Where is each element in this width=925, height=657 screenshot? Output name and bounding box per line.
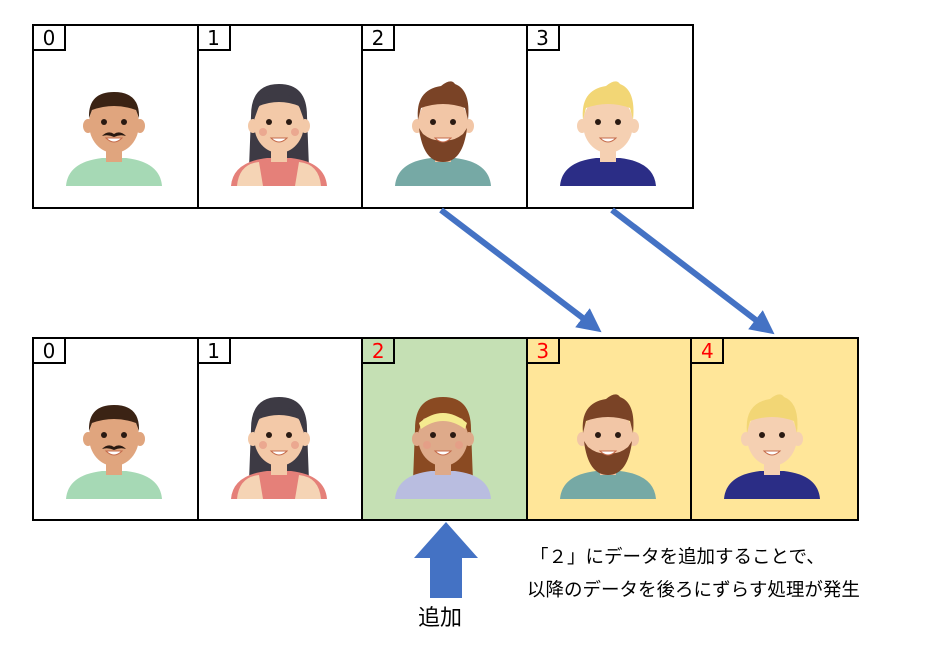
person-avatar-icon <box>393 76 493 186</box>
cell-index: 3 <box>527 339 560 364</box>
explanation-note: 「２」にデータを追加することで、 以降のデータを後ろにずらす処理が発生 <box>527 541 860 607</box>
array-cell: 1 <box>198 339 364 519</box>
shift-arrow-3-to-4 <box>610 207 775 335</box>
person-avatar-icon <box>229 389 329 499</box>
cell-index: 2 <box>363 339 396 364</box>
array-cell: 0 <box>34 339 199 519</box>
array-after: 0 1 2 3 4 <box>32 337 859 521</box>
cell-index: 3 <box>527 26 560 51</box>
person-avatar-icon <box>558 76 658 186</box>
cell-index: 1 <box>198 339 231 364</box>
note-line-2: 以降のデータを後ろにずらす処理が発生 <box>527 580 860 601</box>
cell-index: 4 <box>692 339 725 364</box>
person-avatar-icon <box>64 389 164 499</box>
note-line-1: 「２」にデータを追加することで、 <box>530 547 825 568</box>
person-avatar-icon <box>722 389 822 499</box>
cell-index: 2 <box>363 26 395 51</box>
shift-arrow-2-to-3 <box>439 207 602 333</box>
cell-index: 1 <box>198 26 231 51</box>
person-avatar-icon <box>393 389 493 499</box>
array-cell: 2 <box>363 26 528 207</box>
cell-index: 0 <box>34 26 66 51</box>
insert-up-arrow <box>414 522 478 598</box>
array-cell: 0 <box>34 26 199 207</box>
array-cell: 3 <box>527 26 693 207</box>
array-before: 0 1 2 3 <box>32 24 694 209</box>
array-cell: 2 <box>363 339 528 519</box>
person-avatar-icon <box>558 389 658 499</box>
person-avatar-icon <box>64 76 164 186</box>
array-cell: 3 <box>527 339 693 519</box>
array-cell: 1 <box>198 26 363 207</box>
insert-label: 追加 <box>418 606 463 631</box>
cell-index: 0 <box>34 339 66 364</box>
array-cell: 4 <box>692 339 857 519</box>
person-avatar-icon <box>229 76 329 186</box>
